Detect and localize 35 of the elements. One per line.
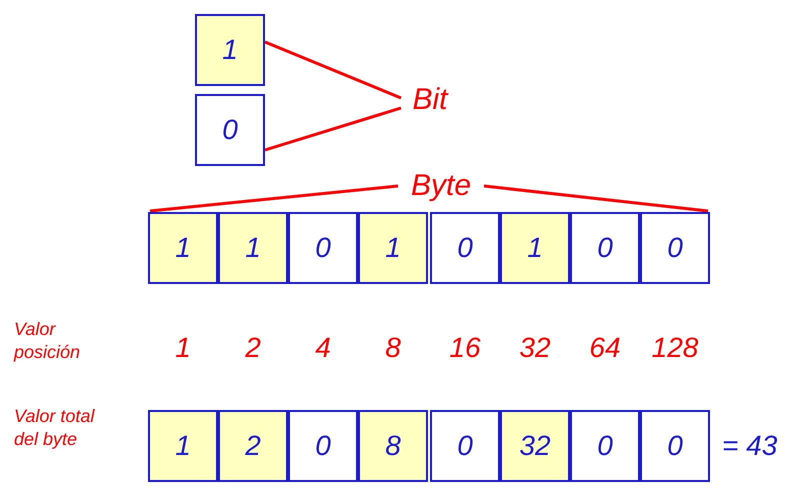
place-value: 32	[518, 331, 552, 365]
bit-box: 0	[570, 410, 640, 482]
sum-result: = 43	[722, 429, 778, 463]
place-value: 4	[314, 331, 332, 365]
place-value: 2	[244, 331, 262, 365]
place-value: 1	[174, 331, 192, 365]
place-value: 64	[588, 331, 622, 365]
row-heading: Valor posición	[14, 318, 82, 364]
leader-line	[150, 184, 398, 212]
bit-box: 8	[358, 410, 428, 482]
bit-box: 1	[358, 212, 428, 284]
place-value: 16	[448, 331, 482, 365]
place-value: 8	[384, 331, 402, 365]
bit-box: 1	[195, 14, 265, 86]
bit-box: 0	[430, 410, 500, 482]
bit-box: 1	[148, 212, 218, 284]
bit-box: 0	[288, 212, 358, 284]
bit-box: 1	[218, 212, 288, 284]
bit-box: 0	[640, 410, 710, 482]
bit-box: 0	[195, 94, 265, 166]
bit-label: Bit	[400, 80, 460, 120]
bit-box: 1	[500, 212, 570, 284]
bit-box: 2	[218, 410, 288, 482]
leader-line	[484, 184, 708, 212]
row-heading: Valor total del byte	[14, 405, 96, 452]
bit-box: 0	[640, 212, 710, 284]
bit-box: 0	[430, 212, 500, 284]
leader-line	[264, 106, 402, 152]
bit-box: 0	[570, 212, 640, 284]
leader-line	[264, 40, 402, 100]
bit-box: 0	[288, 410, 358, 482]
byte-label: Byte	[400, 166, 482, 206]
bit-box: 1	[148, 410, 218, 482]
bit-box: 32	[500, 410, 570, 482]
place-value: 128	[650, 331, 700, 365]
